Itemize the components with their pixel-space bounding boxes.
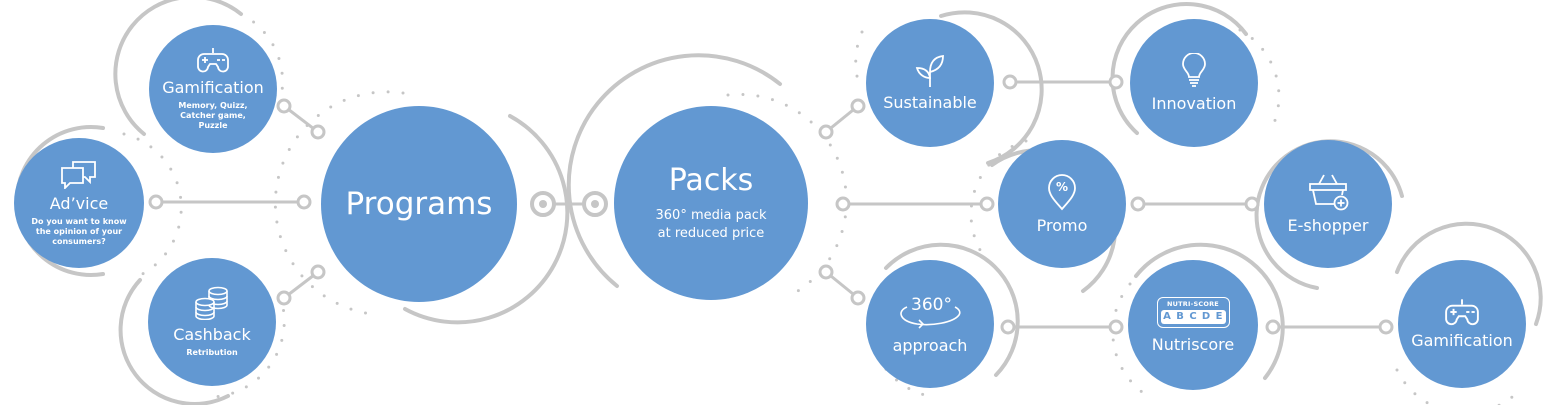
outer-rings — [14, 0, 1543, 405]
gamepad-icon — [197, 47, 229, 73]
gamification2-ring-arc — [1395, 221, 1543, 326]
gamification-subtitle: Memory, Quizz, Catcher game, Puzzle — [178, 101, 248, 131]
gamification-ring-arc — [113, 0, 243, 136]
degree-text: 360° — [911, 295, 952, 316]
cashback-title: Cashback — [173, 324, 251, 344]
approach-ring-arc — [884, 242, 1020, 377]
sustainable-ring-arc — [939, 10, 1044, 165]
advice-title: Ad’vice — [49, 193, 109, 213]
coins-icon — [195, 286, 228, 320]
lightbulb-icon — [1182, 53, 1206, 88]
sustainable-title: Sustainable — [883, 93, 977, 113]
packs-title: Packs — [668, 162, 754, 198]
programs-ring-arc — [403, 114, 570, 325]
advice-subtitle: Do you want to know the opinion of your … — [31, 217, 127, 247]
promo-node[interactable]: % Promo — [998, 140, 1126, 268]
sprout-icon — [915, 55, 944, 88]
innovation-title: Innovation — [1151, 94, 1237, 114]
eshopper-node[interactable]: E-shopper — [1264, 140, 1392, 268]
programs-node[interactable]: Programs — [321, 106, 517, 302]
cashback-ring-arc — [118, 278, 230, 405]
nutriscore-title: Nutriscore — [1151, 334, 1235, 354]
rotate-360-icon: 360° — [895, 293, 965, 333]
nutriscore-ring-arc — [1134, 242, 1285, 380]
gamification2-title: Gamification — [1411, 331, 1513, 351]
packs-ring-arc — [566, 53, 782, 288]
programs-title: Programs — [345, 185, 493, 222]
percent-tag-icon: % — [1047, 173, 1077, 211]
packs-subtitle: 360° media pack at reduced price — [655, 207, 767, 241]
advice-node[interactable]: Ad’vice Do you want to know the opinion … — [14, 138, 144, 268]
promo-title: Promo — [1036, 216, 1088, 236]
grade-b: B — [1176, 310, 1184, 322]
eshopper-title: E-shopper — [1287, 216, 1369, 236]
cashback-node[interactable]: Cashback Retribution — [148, 258, 276, 386]
innovation-node[interactable]: Innovation — [1130, 19, 1258, 147]
approach-node[interactable]: 360° approach — [866, 260, 994, 388]
connector-knobs — [148, 74, 1394, 335]
nutriscore-label: NUTRI-SCORE — [1167, 299, 1219, 308]
nutriscore-node[interactable]: NUTRI-SCORE A B C D E Nutriscore — [1128, 260, 1258, 390]
sustainable-node[interactable]: Sustainable — [866, 19, 994, 147]
connector-knob-centers — [539, 200, 599, 208]
grade-d: D — [1201, 310, 1211, 322]
gamification2-node[interactable]: Gamification — [1398, 260, 1526, 388]
gamification-title: Gamification — [162, 77, 264, 97]
approach-title: approach — [892, 336, 968, 356]
basket-plus-icon — [1309, 174, 1349, 211]
gamepad-icon — [1445, 299, 1479, 326]
nutriscore-badge-icon: NUTRI-SCORE A B C D E — [1156, 296, 1230, 328]
percent-symbol: % — [1055, 180, 1069, 195]
innovation-ring-arc — [1110, 2, 1248, 135]
grade-a: A — [1163, 310, 1171, 322]
grade-e: E — [1215, 310, 1223, 322]
grade-c: C — [1189, 310, 1197, 322]
cashback-subtitle: Retribution — [186, 348, 238, 358]
speech-bubbles-icon — [61, 160, 96, 189]
packs-node[interactable]: Packs 360° media pack at reduced price — [614, 106, 808, 300]
gamification-node[interactable]: Gamification Memory, Quizz, Catcher game… — [149, 25, 277, 153]
nutriscore-grades: A B C D E — [1160, 309, 1226, 324]
